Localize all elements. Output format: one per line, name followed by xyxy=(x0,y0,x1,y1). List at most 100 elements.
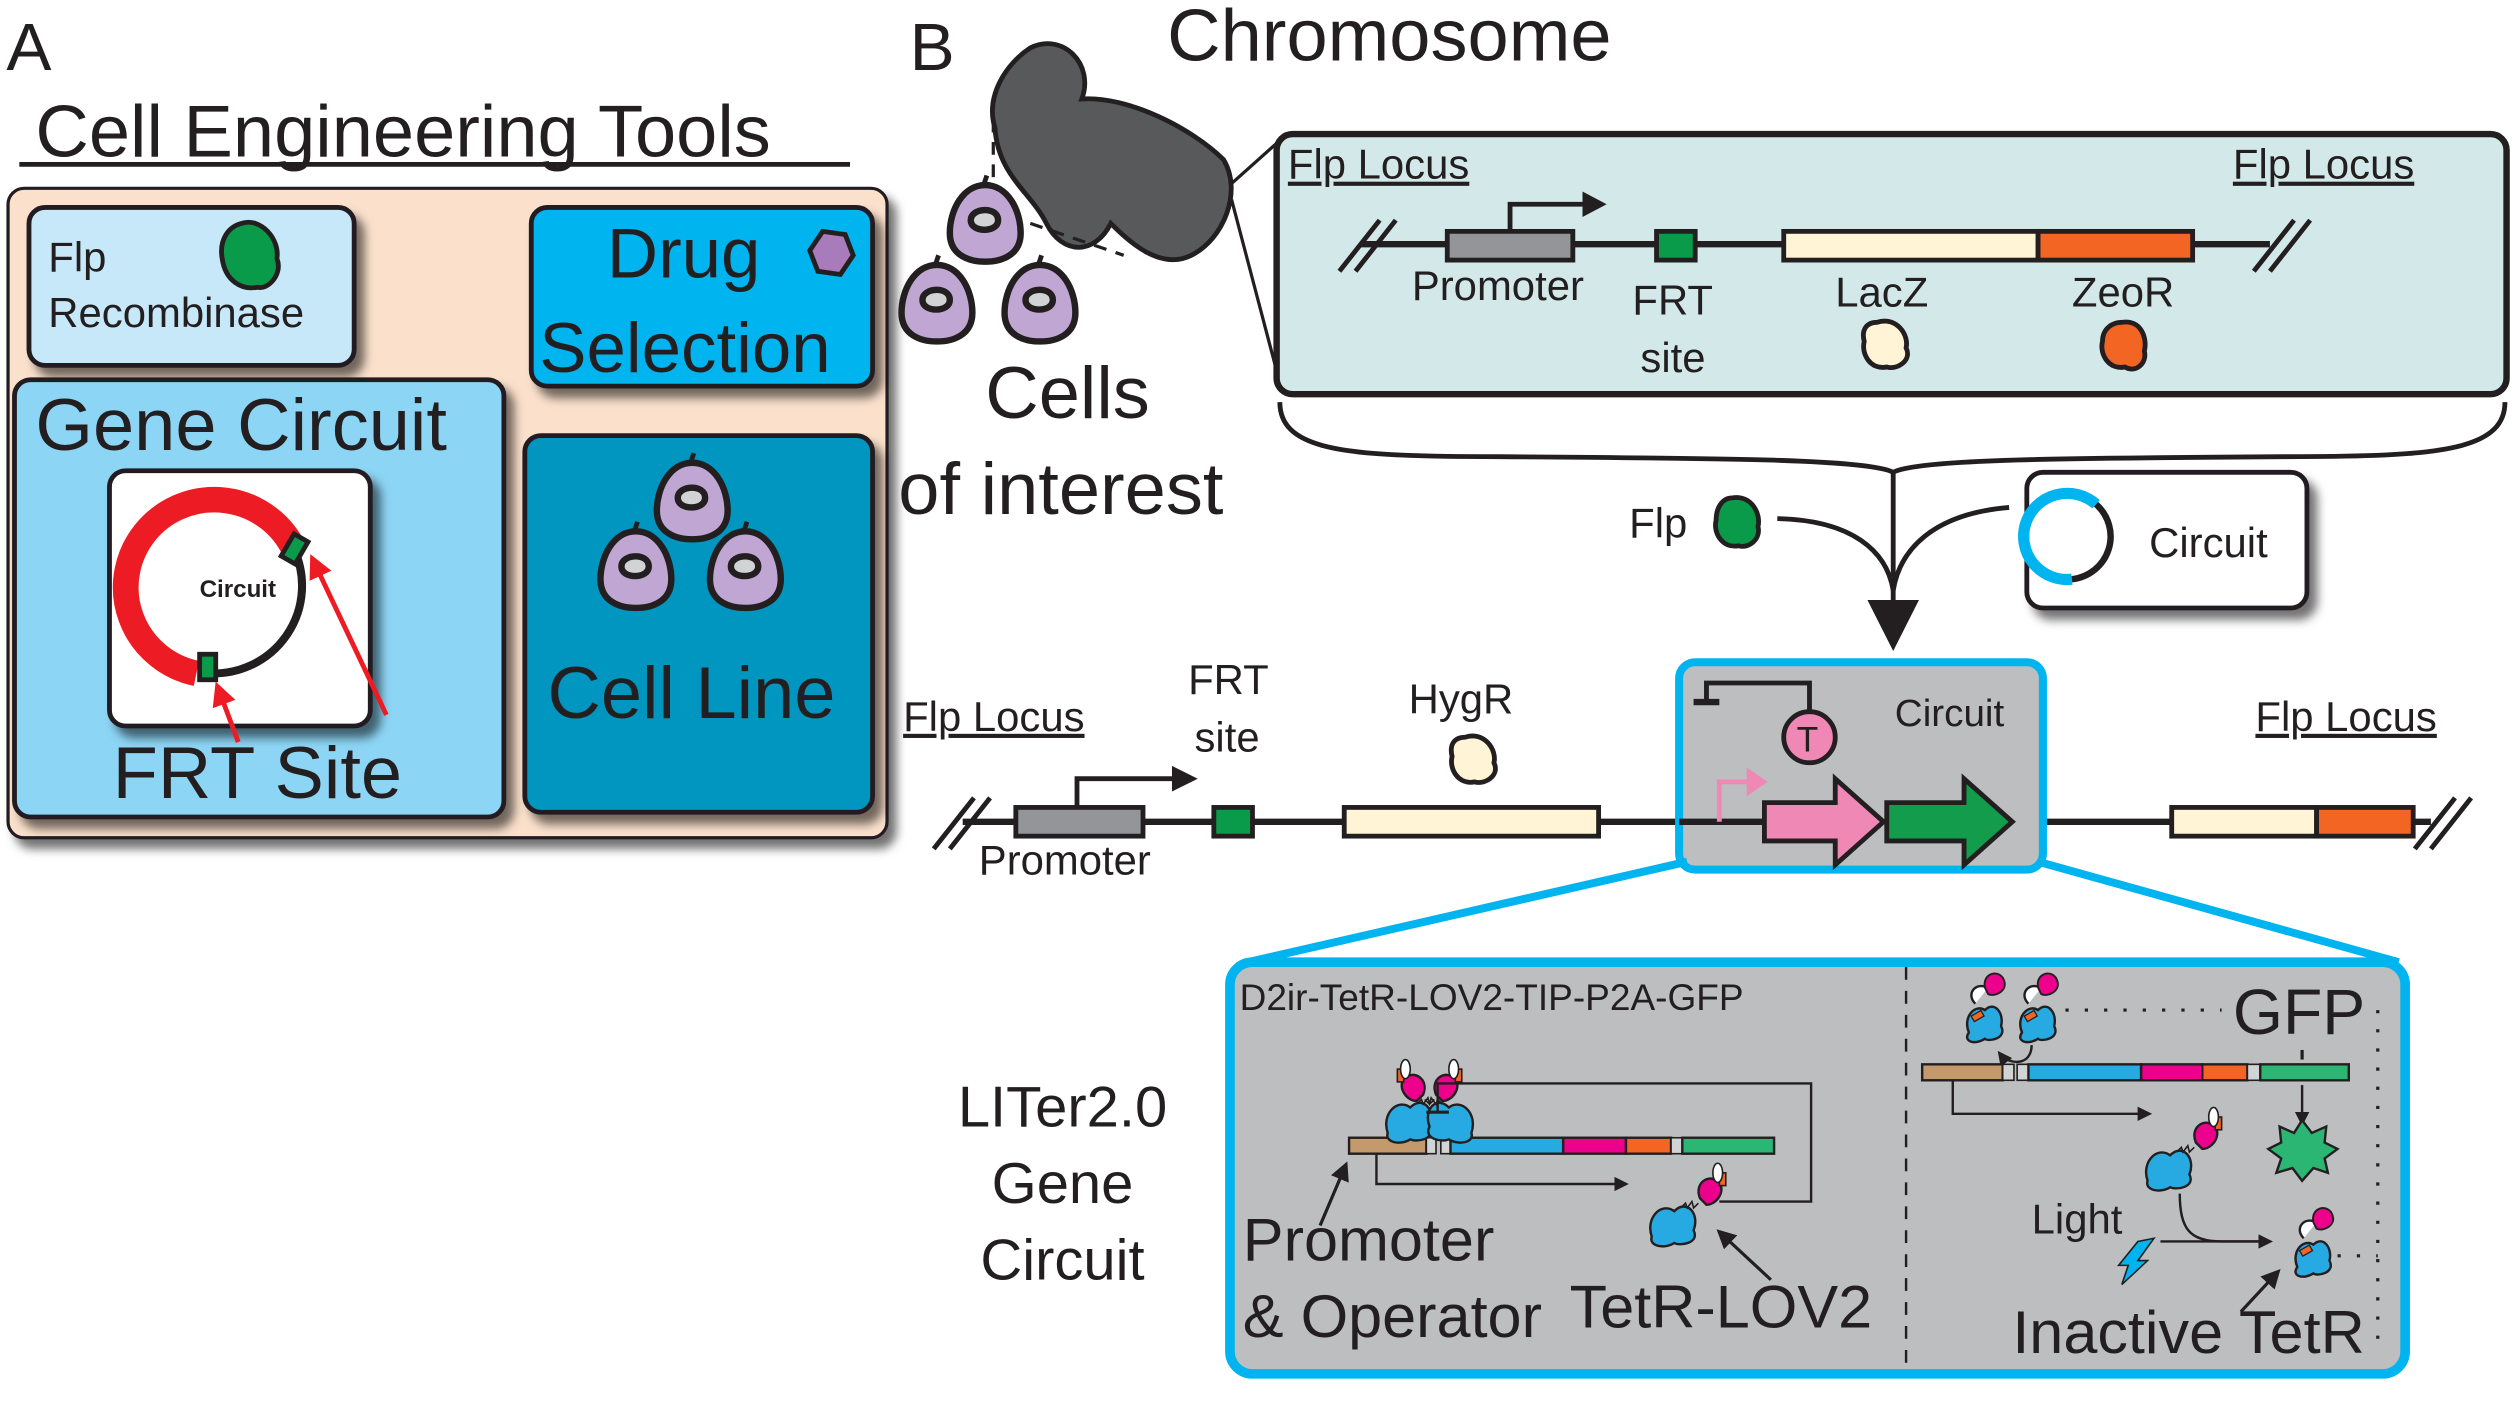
cells-label: Cells xyxy=(985,351,1150,434)
drug-label: Drug xyxy=(607,214,761,293)
lacz-label: LacZ xyxy=(1835,269,1928,316)
zeor-protein-icon xyxy=(2099,319,2148,372)
liter-label: LITer2.0 xyxy=(958,1076,1167,1140)
tetr-gene-arrow xyxy=(1761,773,1888,871)
release-arrow xyxy=(1997,1045,2033,1067)
integrated-promoter-label: Promoter xyxy=(979,837,1151,884)
plasmid-label: Circuit xyxy=(200,576,276,603)
hygr-protein-icon xyxy=(1448,733,1498,785)
zoom-line-bottom xyxy=(1229,199,1282,384)
tet-promoter-icon xyxy=(1716,779,1752,822)
hygr-block xyxy=(1341,805,1602,839)
repression-icon xyxy=(1704,680,1812,712)
flp-recombinase-card: Flp Recombinase xyxy=(26,205,357,368)
right-zeor-block xyxy=(2314,805,2416,839)
tetr-lov2-pointer xyxy=(1716,1229,1772,1281)
circuit-plasmid-backbone xyxy=(2071,501,2114,583)
integrated-left-label: Flp Locus xyxy=(903,693,1084,740)
construct-bar-right xyxy=(1920,1063,2351,1082)
terminator-label: T xyxy=(1797,721,1819,760)
light-label: Light xyxy=(2032,1196,2123,1243)
lightning-icon xyxy=(2116,1237,2156,1286)
plasmid-icon xyxy=(112,486,312,686)
break-left-icon xyxy=(1337,218,1398,273)
selection-label: Selection xyxy=(539,308,830,387)
circuit-insert-label: Circuit xyxy=(1895,692,2005,735)
site-label: site xyxy=(1640,334,1705,381)
promoter-arrow-icon xyxy=(1507,201,1586,232)
integrated-promoter-arrowhead xyxy=(1171,765,1198,792)
integrated-promoter-arrow-icon xyxy=(1074,776,1176,808)
locus-right-label: Flp Locus xyxy=(2233,141,2414,188)
integrated-site-label: site xyxy=(1195,714,1260,761)
tetr-lov2-label: TetR-LOV2 xyxy=(1570,1273,1873,1341)
chromosome-label: Chromosome xyxy=(1167,0,1611,77)
integrated-break-left-icon xyxy=(931,796,992,851)
right-lacz-block xyxy=(2169,805,2320,839)
cell-line-card: Cell Line xyxy=(522,433,875,815)
promoter-operator-label-1: Promoter xyxy=(1243,1206,1495,1274)
drug-hexagon-icon xyxy=(807,228,856,278)
circuit-input-card: Circuit xyxy=(2018,469,2310,611)
inactive-pointer xyxy=(2239,1268,2281,1313)
locus-left-label: Flp Locus xyxy=(1288,141,1469,188)
liter-zoom-right xyxy=(2037,857,2400,967)
hygr-label: HygR xyxy=(1409,675,1514,722)
chromosome-icon xyxy=(990,41,1234,263)
frt-site-label: FRT Site xyxy=(113,731,402,814)
cell-line-label: Cell Line xyxy=(547,651,835,734)
of-interest-label: of interest xyxy=(898,447,1223,530)
integrated-frt-block xyxy=(1211,805,1255,839)
cell-dashed-2 xyxy=(1029,221,1125,257)
brace xyxy=(1277,402,2508,476)
tet-promoter-arrowhead xyxy=(1746,767,1768,797)
frt-arrow-2 xyxy=(309,554,389,716)
terminator-icon xyxy=(1781,709,1838,766)
flp-input-label: Flp xyxy=(1629,500,1687,547)
flp-recombinase-blob-icon xyxy=(219,219,281,291)
gene-circuit-card: Gene Circuit Circuit FRT Site xyxy=(12,377,507,820)
gfp-label: GFP xyxy=(2233,976,2365,1048)
gfp-gene-arrow xyxy=(1884,773,2016,871)
drug-selection-card: Drug Selection xyxy=(528,205,875,389)
construct-label: D2ir-TetR-LOV2-TIP-P2A-GFP xyxy=(1240,977,1744,1018)
circuit-input-label: Circuit xyxy=(2149,519,2268,566)
panel-b-letter: B xyxy=(910,10,955,85)
gfp-protein-icon xyxy=(2266,1118,2340,1183)
lacz-protein-icon xyxy=(1861,318,1910,371)
zoom-line-top xyxy=(1230,139,1281,185)
liter-detail-box: D2ir-TetR-LOV2-TIP-P2A-GFP Promoter & Op… xyxy=(1225,957,2410,1379)
promoter-pointer xyxy=(1318,1161,1349,1227)
transcription-arrow xyxy=(1375,1153,1629,1192)
integrated-break-right-icon xyxy=(2412,796,2474,851)
panel-a-title: Cell Engineering Tools xyxy=(35,90,770,173)
zeor-block xyxy=(2035,228,2196,263)
integrated-frt-label: FRT xyxy=(1188,656,1269,703)
zeor-label: ZeoR xyxy=(2072,269,2174,316)
promoter-arrowhead xyxy=(1582,191,1607,218)
inactive-tetr-label: Inactive TetR xyxy=(2012,1298,2364,1366)
liter-gene-label: Gene xyxy=(992,1152,1134,1216)
frt-arrow-1 xyxy=(212,681,241,743)
frt-block xyxy=(1654,228,1698,263)
integrated-promoter-block xyxy=(1013,805,1146,839)
flp-input-blob-icon xyxy=(1713,495,1761,549)
liter-zoom-left xyxy=(1246,857,1689,967)
circuit-plasmid-icon xyxy=(2018,487,2100,586)
frt-label: FRT xyxy=(1632,277,1713,324)
feedback-line xyxy=(1436,1082,1813,1203)
recombinase-label: Recombinase xyxy=(48,289,304,336)
promoter-block xyxy=(1444,228,1576,263)
integrated-right-label: Flp Locus xyxy=(2255,693,2436,740)
break-right-icon xyxy=(2251,218,2313,273)
construct-bar-left xyxy=(1347,1136,1776,1155)
flp-locus-box: Flp Locus Flp Locus Promoter FRT site La… xyxy=(1273,130,2510,398)
circuit-curve xyxy=(1890,505,2010,591)
integrated-locus: Flp Locus Flp Locus FRT site HygR Promot… xyxy=(903,656,2474,884)
promoter-operator-label-2: & Operator xyxy=(1243,1282,1542,1350)
gene-circuit-title: Gene Circuit xyxy=(35,383,447,466)
flp-label: Flp xyxy=(48,233,106,280)
right-transcription-arrow xyxy=(1951,1080,2153,1121)
promoter-label: Promoter xyxy=(1412,262,1584,309)
